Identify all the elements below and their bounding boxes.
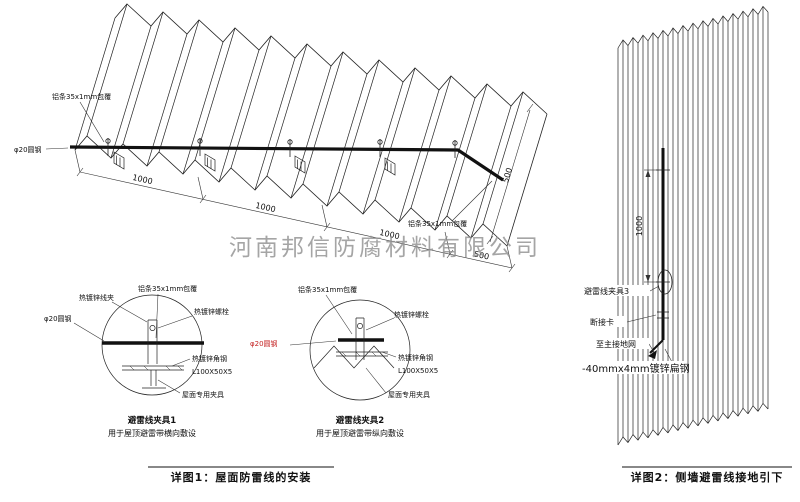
detail2-bolt bbox=[357, 323, 363, 329]
dim-1000-c: 1000 bbox=[379, 228, 401, 241]
roof-top-edge bbox=[114, 3, 548, 115]
detail2-rod-label: φ20圆钢 bbox=[250, 339, 278, 348]
dim-500-right: 500 bbox=[501, 167, 514, 184]
watermark: 河南邦信防腐材料有限公司 bbox=[229, 235, 541, 261]
detail2-circle bbox=[309, 299, 411, 401]
ground-arrowhead bbox=[648, 350, 657, 359]
wall-dim-label: 1000 bbox=[635, 216, 644, 236]
roof-corrugation-ridges bbox=[74, 3, 524, 239]
detail2-subtitle: 用于屋顶避雷带纵向敷设 bbox=[316, 428, 404, 438]
wall-labels: 避雷线夹具3 断接卡 至主接地网 -40mmx4mm镀锌扁钢 bbox=[580, 285, 690, 375]
wall-section-view: 1000 避雷线夹具3 断接卡 至主接地网 -40mmx4mm镀锌扁钢 bbox=[580, 6, 769, 446]
detail1-bolt bbox=[149, 325, 156, 331]
leader-lines bbox=[289, 294, 397, 394]
wall-disconnect-label: 断接卡 bbox=[590, 317, 614, 327]
detail2-angle-steel bbox=[336, 351, 388, 357]
roof-right-edge bbox=[506, 113, 548, 247]
wall-conductor-bend bbox=[649, 339, 664, 354]
detail1-angle-size-label: L100X50X5 bbox=[192, 368, 232, 376]
roof-strip-top-label: 铝条35x1mm包覆 bbox=[52, 92, 111, 101]
wall-to-ground-label: 至主接地网 bbox=[596, 339, 636, 349]
roof-lightning-wire bbox=[69, 145, 504, 182]
wall-leader-lines bbox=[626, 285, 673, 363]
caption1: 详图1：屋面防雷线的安装 bbox=[171, 470, 312, 484]
wall-corrugated-panel bbox=[617, 6, 769, 446]
detail2-clamp-plate bbox=[355, 317, 365, 360]
leader-lines bbox=[73, 293, 193, 394]
detail1-clamp-label: 热镀锌线夹 bbox=[79, 293, 114, 302]
detail1-clamp-plate bbox=[147, 319, 158, 364]
wall-clamp3-label: 避雷线夹具3 bbox=[584, 286, 629, 296]
leader-line bbox=[451, 180, 493, 222]
detail2-angle-label: 热镀锌角钢 bbox=[398, 353, 433, 362]
detail2-title: 避雷线夹具2 bbox=[336, 415, 385, 426]
wall-dimension-1000 bbox=[644, 169, 658, 283]
detail2-hatching bbox=[341, 351, 377, 357]
roof-dimension-bottom bbox=[74, 149, 516, 273]
detail1-bolt-label: 热镀锌螺栓 bbox=[194, 307, 229, 316]
detail2-fixture-label: 屋面专用夹具 bbox=[388, 390, 430, 399]
roof-dimension-right bbox=[486, 103, 534, 245]
roof-wire-clamps bbox=[105, 137, 458, 176]
dim-1000-a: 1000 bbox=[132, 173, 154, 186]
caption2: 详图2：侧墙避雷线接地引下 bbox=[631, 470, 784, 484]
detail1-angle-steel bbox=[122, 365, 184, 389]
detail1-fixture-label: 屋面专用夹具 bbox=[182, 390, 224, 399]
detail2-view bbox=[289, 294, 411, 401]
roof-isometric-view bbox=[74, 3, 548, 247]
detail2-angle-size-label: L100X50X5 bbox=[398, 367, 438, 375]
detail1-hatching bbox=[129, 365, 183, 371]
roof-rod-label: φ20圆钢 bbox=[14, 145, 42, 154]
leader-line bbox=[45, 147, 69, 150]
detail2-bolt-label: 热镀锌螺栓 bbox=[394, 310, 429, 319]
wall-flat-steel-label: -40mmx4mm镀锌扁钢 bbox=[582, 362, 690, 375]
roof-strip-bottom-label: 铝条35x1mm包覆 bbox=[408, 219, 467, 228]
detail1-rod-label: φ20圆钢 bbox=[44, 314, 72, 323]
leader-line bbox=[79, 101, 105, 143]
roof-labels: 铝条35x1mm包覆 φ20圆钢 铝条35x1mm包覆 bbox=[14, 92, 493, 228]
detail1-strip-label: 铝条35x1mm包覆 bbox=[138, 284, 197, 293]
detail1-view bbox=[73, 293, 204, 396]
dim-1000-b: 1000 bbox=[255, 201, 277, 214]
detail1-circle bbox=[101, 294, 203, 396]
detail1-subtitle: 用于屋顶避雷带横向敷设 bbox=[108, 428, 196, 438]
roof-bottom-edge bbox=[74, 135, 508, 247]
dim-500-a: 500 bbox=[473, 250, 490, 262]
detail1-angle-label: 热镀锌角钢 bbox=[192, 354, 227, 363]
detail2-roof-profile bbox=[313, 345, 395, 369]
detail2-strip-label: 铝条35x1mm包覆 bbox=[298, 285, 357, 294]
detail1-title: 避雷线夹具1 bbox=[128, 415, 177, 426]
